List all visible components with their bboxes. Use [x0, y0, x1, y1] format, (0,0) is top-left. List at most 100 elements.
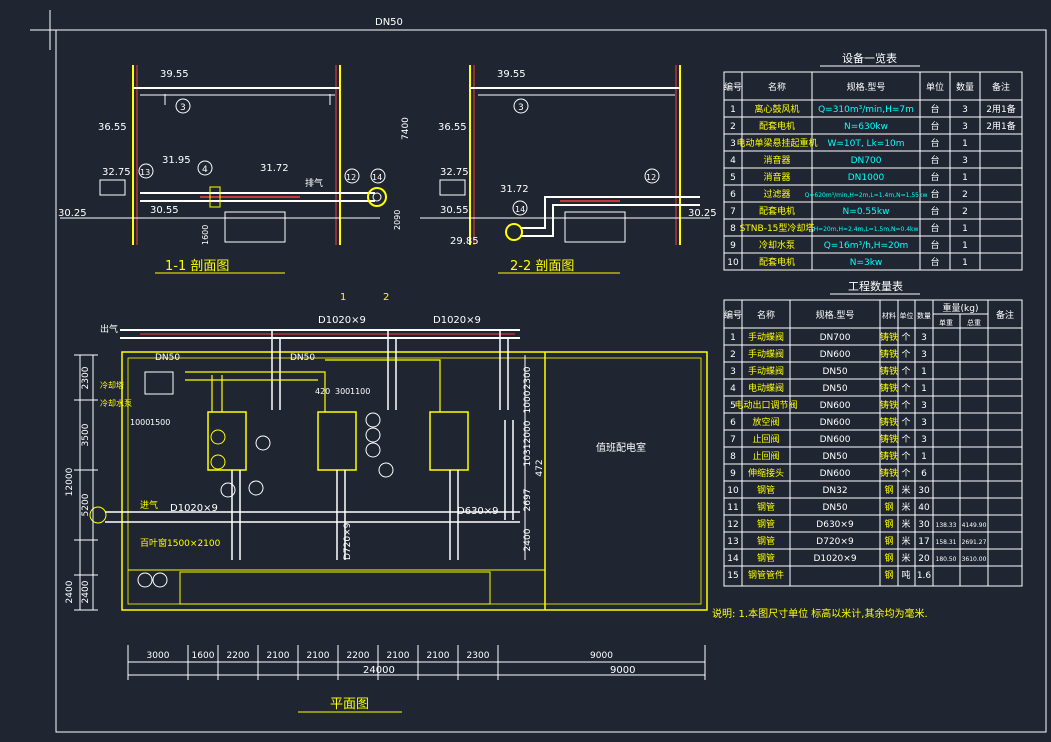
qty-cell: 3	[921, 401, 927, 411]
equip-cell: 1	[962, 258, 968, 268]
section-1-1: 3 13 4 12 14 排气 39.55 36.55 32.75 31.95 …	[58, 65, 411, 274]
qty-header: 数量	[917, 311, 931, 320]
elev-39-55: 39.55	[160, 69, 189, 80]
equip-cell: 6	[730, 190, 736, 200]
section-mark-2: 2	[383, 292, 389, 303]
equip-cell: 8	[730, 224, 736, 234]
equip-cell: 消音器	[763, 154, 790, 166]
dim-1000-mid: 1000	[130, 418, 150, 427]
qty-cell: 钢管	[757, 535, 775, 547]
qty-cell: D720×9	[816, 537, 854, 547]
qty-cell: 10	[727, 486, 739, 496]
elev-30-25: 30.25	[58, 208, 87, 219]
qty-cell: DN50	[822, 367, 847, 377]
qty-header: 材料	[882, 311, 896, 320]
equip-cell: 台	[930, 120, 939, 132]
equip-cell: Q=620m³/min,H=2m,L=1.4m,N=1.55kw	[805, 192, 928, 199]
elev-36-55: 36.55	[98, 122, 127, 133]
qty-cell: DN600	[820, 418, 851, 428]
equip-header: 规格.型号	[847, 81, 886, 93]
equip-cell: 台	[930, 205, 939, 217]
dim-7400: 7400	[401, 117, 411, 140]
equip-cell: 3	[962, 156, 968, 166]
equip-cell: 台	[930, 256, 939, 268]
pipe-dn50-b: DN50	[290, 353, 315, 363]
plan-bottom-dim: 2200	[347, 651, 370, 661]
plan-left-dim: 3500	[81, 423, 91, 446]
qty-cell: 6	[730, 418, 736, 428]
qty-cell: DN600	[820, 401, 851, 411]
qty-cell: 钢	[884, 501, 893, 513]
equip-cell: 9	[730, 241, 736, 251]
plan-left-dim: 5200	[81, 493, 91, 516]
plan-right-dim: 2000	[523, 420, 533, 443]
qty-cell: 米	[901, 518, 910, 530]
qty-cell: 3	[921, 435, 927, 445]
callout-4-s1: 4	[202, 165, 208, 175]
qty-cell: 1	[921, 384, 927, 394]
equip-cell: 2	[962, 207, 968, 217]
equip-cell: 消音器	[763, 171, 790, 183]
elev-31-72-s2: 31.72	[500, 184, 529, 195]
qty-cell: 钢管	[757, 484, 775, 496]
equip-table-title: 设备一览表	[842, 51, 897, 65]
qty-cell: DN600	[820, 435, 851, 445]
equip-cell: 台	[930, 188, 939, 200]
pipe-d1020-b: D1020×9	[433, 315, 481, 326]
dim-1500-mid: 1500	[150, 418, 170, 427]
equip-cell: 3	[962, 105, 968, 115]
equip-cell: 台	[930, 171, 939, 183]
qty-cell: 40	[918, 503, 930, 513]
equip-cell: 台	[930, 103, 939, 115]
qty-cell: 8	[730, 452, 736, 462]
qty-cell: 个	[901, 366, 910, 377]
equip-cell: 1	[962, 139, 968, 149]
dim-2090: 2090	[393, 210, 402, 230]
qty-cell: 铸铁	[880, 399, 898, 411]
qty-cell: 4149.90	[962, 522, 987, 529]
plan-bottom-dim: 9000	[590, 651, 613, 661]
equip-cell: 2用1备	[986, 120, 1015, 132]
qty-header: 编号	[724, 309, 742, 321]
equip-cell: DN1000	[848, 173, 885, 183]
qty-cell: 铸铁	[880, 382, 898, 394]
qty-cell: 1.6	[917, 571, 932, 581]
qty-cell: 个	[901, 451, 910, 462]
elev-36-55-s2: 36.55	[438, 122, 467, 133]
qty-cell: 钢管管件	[748, 569, 784, 581]
qty-cell: 5	[730, 401, 736, 411]
qty-cell: 铸铁	[880, 348, 898, 360]
dim-300: 300	[335, 387, 350, 396]
qty-cell: 米	[901, 552, 910, 564]
equip-header: 数量	[956, 81, 974, 93]
qty-cell: 钢	[884, 518, 893, 530]
elev-30-55: 30.55	[150, 205, 179, 216]
pipe-d720: D720×9	[343, 522, 353, 560]
qty-subheader: 总重	[967, 318, 981, 327]
equip-header: 单位	[926, 81, 944, 93]
equip-cell: 10	[727, 258, 739, 268]
plan-right-dim: 2697	[523, 489, 533, 512]
dn-top-label: DN50	[375, 17, 403, 28]
plan-total-9000: 9000	[610, 665, 635, 676]
plan-right-dim: 2300	[523, 366, 533, 389]
qty-header: 备注	[996, 309, 1014, 321]
qty-cell: 钢管	[757, 552, 775, 564]
callout-13-s1: 13	[140, 168, 150, 177]
qty-cell: DN600	[820, 350, 851, 360]
plan-bottom-dim: 2100	[267, 651, 290, 661]
qty-cell: 14	[727, 554, 739, 564]
plan-bottom-dim: 2100	[307, 651, 330, 661]
plan-right-dim: 472	[535, 459, 545, 476]
exhaust-label-plan: 出气	[100, 323, 118, 335]
qty-cell: 铸铁	[880, 433, 898, 445]
equip-cell: 2	[730, 122, 736, 132]
equip-cell: 配套电机	[759, 120, 795, 132]
equip-cell: DN700	[851, 156, 882, 166]
qty-cell: 4	[730, 384, 736, 394]
qty-cell: 3610.00	[962, 556, 987, 563]
elev-32-75-s2: 32.75	[440, 167, 469, 178]
